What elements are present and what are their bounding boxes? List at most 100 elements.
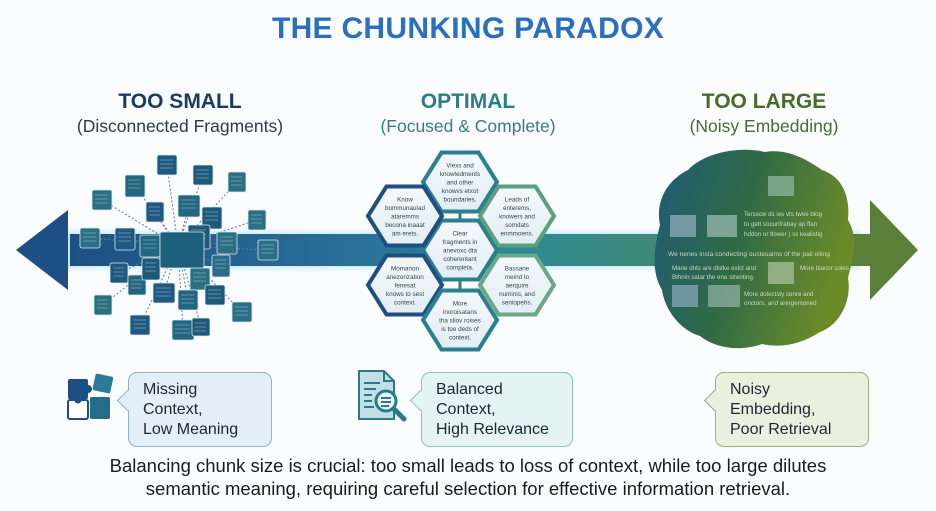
too-small-callout: Missing Context, Low Meaning: [128, 372, 272, 447]
blob-thumbnail: [768, 176, 794, 196]
blob-text-line: onctors, and arergemoned: [744, 300, 817, 307]
hexagon-text-line: becona inaaat: [385, 222, 425, 229]
blob-shape: [654, 149, 855, 349]
blob-thumbnail: [768, 262, 794, 284]
fragment-tile: [109, 262, 129, 284]
hexagon-text-line: Bassane: [505, 266, 530, 273]
hexagon-shape: [477, 184, 557, 248]
hexagon-text-line: completa.: [446, 264, 474, 271]
fragment-tile: [152, 282, 176, 304]
optimal-callout: Balanced Context, High Relevance: [421, 372, 573, 447]
hexagon-text-line: knowers and: [499, 214, 535, 221]
fragment-tile: [93, 294, 113, 316]
blob-thumbnail: [672, 285, 698, 307]
footer-line-1: Balancing chunk size is crucial: too sma…: [109, 455, 827, 476]
hexagon-text-line: anezonzation: [386, 274, 424, 281]
too-large-callout-line-1: Noisy Embedding,: [730, 381, 816, 418]
hexagon-text-line: Leads of: [505, 197, 529, 204]
too-small-callout-line-2: Low Meaning: [143, 421, 239, 438]
hexagon-text-line: Clear: [452, 231, 467, 238]
hexagon-text-line: context.: [449, 334, 471, 341]
right-arrow-head-icon: [870, 200, 918, 300]
fragment-tile: [156, 154, 178, 176]
hexagon-text-line: boundaries.: [444, 196, 477, 203]
hexagon-text-line: tha sliov roises: [439, 318, 481, 325]
fragment-tile: [139, 234, 161, 258]
hexagon-text-line: Viexs and: [446, 163, 474, 170]
fragment-tile: [114, 227, 136, 251]
blob-thumbnail: [670, 215, 696, 237]
fragment-link: [101, 199, 179, 247]
fragment-tile: [227, 171, 247, 193]
document-search-icon: [358, 370, 407, 422]
hexagon-text-line: fenesat: [395, 283, 416, 290]
page-title: THE CHUNKING PARADOX: [271, 12, 665, 45]
hexagon-text-line: and other: [447, 180, 474, 187]
fragment-link: [154, 211, 179, 247]
blob-text-line: More dolectsty cenre and: [744, 291, 814, 298]
fragment-tile-central: [159, 231, 205, 269]
blob-text-line: We nenes insta condecting oustesaims of …: [668, 251, 830, 258]
hexagon-text-line: context.: [394, 299, 416, 306]
optimal-callout-line-2: High Relevance: [436, 421, 549, 438]
noisy-embedding-blob: Tersscw ds ies vts twee blog to gett socu…: [654, 149, 855, 349]
blob-text: Tersscw ds ies vts twee blog to gett socu…: [668, 211, 849, 307]
hexagon-text-line: inoroisatans: [443, 309, 477, 316]
optimal-callout-line-1: Balanced Context,: [436, 381, 503, 418]
hexagon-text-line: enmmoens.: [501, 230, 534, 237]
hexagon-text-line: knowvs etxot: [442, 188, 479, 195]
arrow-shaft-end: [850, 234, 872, 266]
fragment-tile: [177, 289, 199, 311]
footer-caption: Balancing chunk size is crucial: too sma…: [0, 454, 936, 500]
hexagon-text-line: knowledments: [440, 171, 480, 178]
fragment-tile: [257, 239, 279, 261]
fragment-tile: [177, 194, 201, 218]
hexagon-text-line: ataremms: [391, 214, 419, 221]
optimal-heading: OPTIMAL: [420, 90, 516, 113]
hexagon-text-line: More: [453, 301, 468, 308]
hexagon-text-line: Momanon: [391, 266, 419, 273]
fragment-tile: [91, 189, 113, 211]
left-arrow-head-icon: [16, 210, 68, 290]
too-large-callout: Noisy Embedding, Poor Retrieval: [715, 372, 869, 447]
column-heading-optimal: OPTIMAL (Focused & Complete): [318, 90, 618, 137]
hexagon-text-line: aerquire: [505, 283, 529, 290]
hexagon-text-line: anevoxc dta: [443, 248, 477, 255]
fragment-tile: [124, 174, 146, 198]
hexagon-shape: [365, 184, 445, 248]
footer-line-2: semantic meaning, requiring careful sele…: [145, 478, 791, 499]
blob-thumbnail: [707, 215, 737, 237]
hexagon-text-line: numinis, and: [499, 291, 535, 298]
fragment-cluster: [79, 154, 279, 341]
fragment-link: [177, 205, 190, 247]
hexagon-text-line: seniopehs.: [502, 299, 533, 306]
fragment-link: [177, 181, 238, 247]
column-heading-too-small: TOO SMALL (Disconnected Fragments): [30, 90, 330, 137]
hexagon-shape: [477, 253, 557, 317]
blob-thumbnail: [708, 285, 740, 307]
fragment-link: [139, 245, 179, 326]
hexagon-shape: [365, 253, 445, 317]
blob-text-line: to gett socunfrabay ap ffan: [744, 221, 818, 228]
hexagon-text-line: enterems,: [503, 205, 531, 212]
hexagon-text-line: is toe deds of: [441, 326, 479, 333]
fragment-tile: [204, 284, 226, 306]
too-large-subheading: (Noisy Embedding): [689, 116, 839, 136]
blob-text-line: hddon or tlower ) ss kealistig: [744, 231, 823, 238]
fragment-tile: [247, 209, 267, 231]
optimal-subheading: (Focused & Complete): [380, 116, 556, 136]
hexagon-text-line: bommunaulad: [385, 205, 425, 212]
puzzle-pieces-icon: [67, 373, 114, 420]
hexagon-text-line: somdats: [505, 222, 529, 229]
too-small-callout-line-1: Missing Context,: [143, 381, 203, 418]
hexagon-shape: [420, 218, 500, 282]
blob-text-line: Tersscw ds ies vts twee blog: [744, 211, 823, 218]
